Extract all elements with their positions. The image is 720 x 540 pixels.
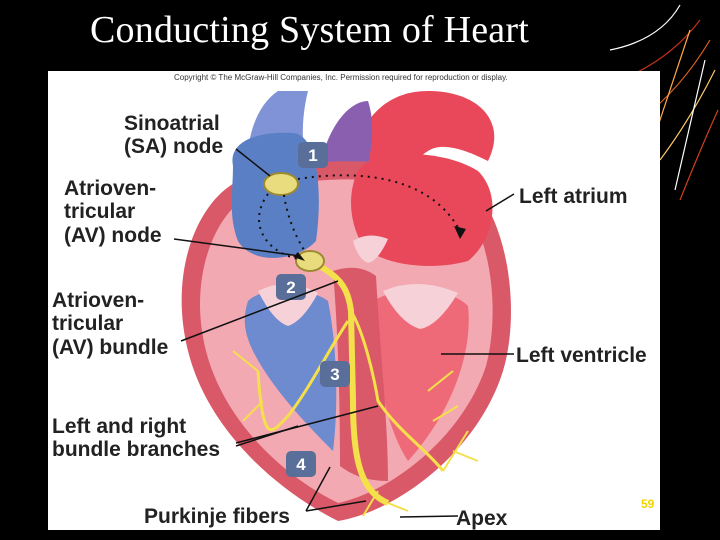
aortic-valve (353, 235, 388, 263)
step-2-number: 2 (286, 278, 295, 297)
heart-conduction-figure: Copyright © The McGraw-Hill Companies, I… (48, 71, 660, 530)
purkinje-network (232, 350, 479, 517)
left-ventricle (373, 290, 469, 461)
bundle-branches-label-line-1: Left and right (52, 415, 186, 438)
av-node-label-line-1: Atrioven- (64, 177, 156, 200)
left-bundle-branch (349, 310, 445, 472)
step-4-number: 4 (296, 455, 306, 474)
slide-number: 59 (641, 497, 655, 511)
av-bundle-label-line-1: Atrioven- (52, 289, 144, 312)
right-ventricle (244, 289, 337, 451)
impulse-spread-arrows (258, 174, 461, 260)
leader-lines (173, 148, 515, 518)
apex-label: Apex (456, 507, 508, 530)
step-2-badge: 2 (276, 274, 306, 300)
av-bundle-label-line-2: tricular (52, 312, 123, 335)
left-atrium-label: Left atrium (519, 185, 628, 208)
left-atrium (351, 154, 493, 266)
av-node (295, 250, 325, 272)
heart-diagram: 1 2 3 4 Sinoatrial (SA) no (52, 91, 647, 530)
mitral-valve (383, 283, 458, 329)
slide-title: Conducting System of Heart (90, 9, 529, 51)
av-node-label-line-3: (AV) node (64, 224, 162, 247)
av-bundle-pathway (314, 261, 390, 506)
copyright-notice: Copyright © The McGraw-Hill Companies, I… (174, 73, 508, 82)
fireworks-decoration (609, 4, 719, 201)
sa-node-label-line-1: Sinoatrial (124, 112, 220, 135)
step-3-badge: 3 (320, 361, 350, 387)
sa-node (263, 172, 299, 196)
right-bundle-branch (256, 320, 350, 432)
step-3-number: 3 (330, 365, 339, 384)
sa-node-label-line-2: (SA) node (124, 135, 223, 158)
step-1-badge: 1 (298, 142, 328, 168)
av-node-label-line-2: tricular (64, 200, 135, 223)
purkinje-fibers-label: Purkinje fibers (144, 505, 290, 528)
left-ventricle-label: Left ventricle (516, 344, 647, 367)
av-bundle-label-line-3: (AV) bundle (52, 336, 168, 359)
step-1-number: 1 (308, 146, 317, 165)
step-4-badge: 4 (286, 451, 316, 477)
bundle-branches-label-line-2: bundle branches (52, 438, 220, 461)
